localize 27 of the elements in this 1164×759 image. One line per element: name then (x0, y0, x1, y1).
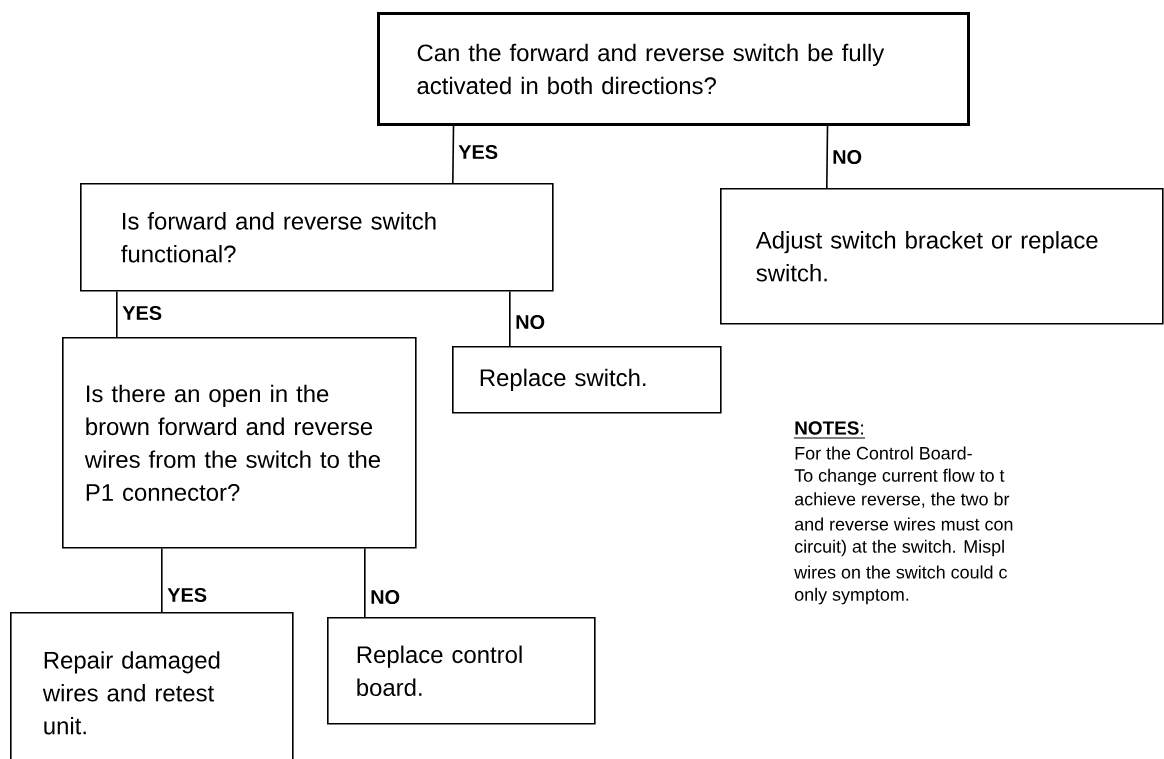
note-text: only symptom. (794, 587, 909, 605)
edge-label: NO (514, 313, 547, 331)
connector-line (116, 290, 118, 338)
edge-label: YES (457, 143, 500, 161)
edge-label: YES (121, 304, 164, 322)
notes-heading: NOTES: (795, 421, 863, 435)
connector-line (826, 125, 829, 189)
decision-box: Is there an open in the brown forward and reverse wires from the switch to the P1 connector? (62, 337, 417, 549)
action-box: Replace switch. (452, 346, 722, 414)
action-box: Repair damaged wires and retest unit. (10, 612, 294, 759)
edge-label: NO (831, 148, 864, 166)
connector-line (509, 290, 511, 347)
decision-box: Can the forward and reverse switch be fully activated in both directions? (377, 12, 970, 126)
note-text: and reverse wires must con (794, 517, 1013, 531)
note-text: wires on the switch could c (794, 565, 1007, 579)
edge-label: NO (369, 588, 402, 606)
edge-label: YES (166, 586, 209, 604)
connector-line (452, 125, 455, 184)
note-text: achieve reverse, the two br (794, 492, 1010, 508)
note-text: circuit) at the switch. Mispl (794, 539, 1004, 557)
decision-box: Is forward and reverse switch functional? (80, 183, 554, 292)
note-text: To change current flow to t (794, 468, 1005, 486)
action-box: Replace control board. (327, 617, 596, 725)
connector-line (364, 547, 366, 618)
note-text: For the Control Board- (795, 446, 972, 460)
connector-line (161, 547, 163, 613)
action-box: Adjust switch bracket or replace switch. (720, 188, 1164, 325)
